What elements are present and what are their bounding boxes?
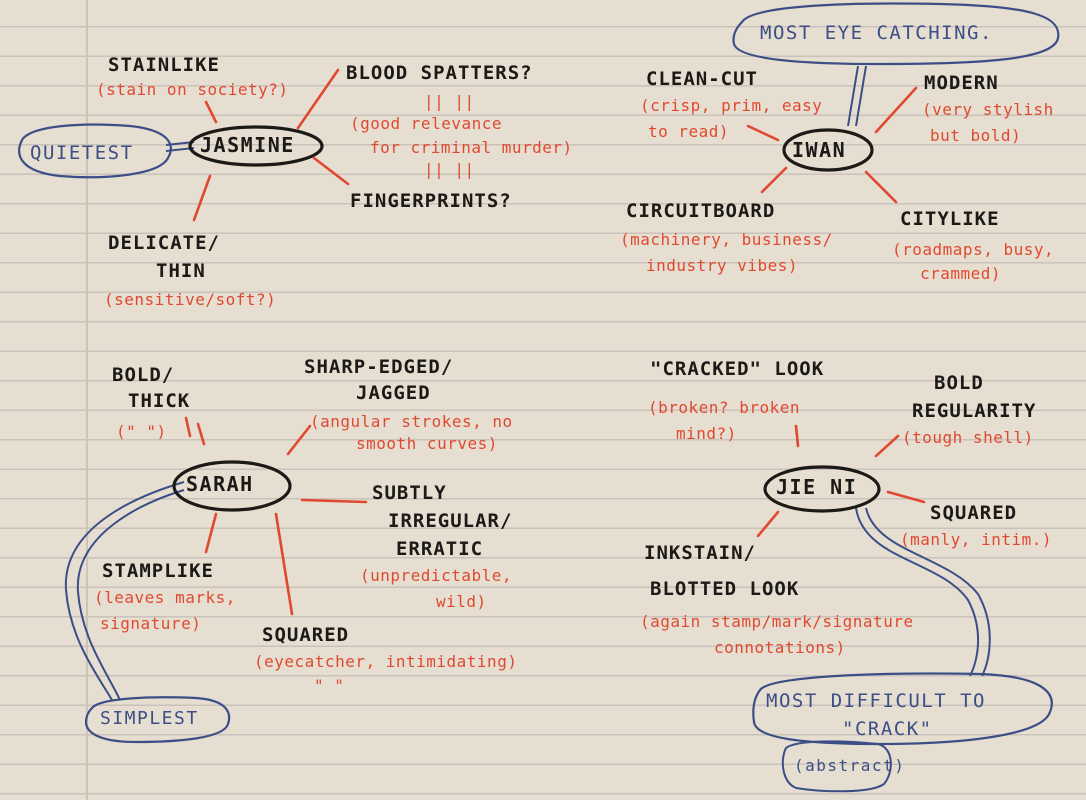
- most-eye-catching-bubble: [732, 2, 1060, 66]
- clean-cut-label: CLEAN-CUT: [646, 68, 758, 90]
- most-difficult-label: MOST DIFFICULT TO: [766, 690, 986, 712]
- inkstain-label: INKSTAIN/: [644, 542, 756, 564]
- jasmine-oval: [188, 125, 324, 167]
- iwan-oval: [782, 128, 874, 172]
- jieni-squared-note: (manly, intim.): [900, 530, 1052, 549]
- iwan-name: IWAN: [792, 138, 847, 162]
- simplest-label: SIMPLEST: [100, 708, 199, 729]
- sarah-squared-note: (eyecatcher, intimidating): [254, 652, 518, 671]
- bold-regularity-label-2: REGULARITY: [912, 400, 1037, 422]
- inkstain-note-2: connotations): [714, 638, 846, 657]
- most-eye-catching-connector: [847, 65, 867, 127]
- quietest-bubble: [18, 123, 172, 179]
- jieni-squared-label: SQUARED: [930, 502, 1018, 524]
- jagged-label: JAGGED: [356, 382, 431, 404]
- bold-label: BOLD/: [112, 364, 175, 386]
- subtly-note-1: (unpredictable,: [360, 566, 512, 585]
- crack-label: "CRACK": [842, 718, 933, 740]
- relevance-note-2: for criminal murder): [370, 138, 573, 157]
- relevance-note-1: (good relevance: [350, 114, 502, 133]
- citylike-note-2: crammed): [920, 264, 1002, 283]
- circuitboard-note-1: (machinery, business/: [620, 230, 833, 249]
- cracked-note-1: (broken? broken: [648, 398, 800, 417]
- quietest-label: QUIETEST: [30, 142, 134, 164]
- delicate-label: DELICATE/: [108, 232, 220, 254]
- modern-label: MODERN: [924, 72, 999, 94]
- ditto-bottom: || ||: [424, 160, 475, 179]
- modern-note-1: (very stylish: [922, 100, 1054, 119]
- red-connectors: [184, 68, 926, 616]
- thin-label: THIN: [156, 260, 206, 282]
- sarah-name: SARAH: [186, 472, 254, 496]
- simplest-bubble: [84, 696, 231, 744]
- stainlike-label: STAINLIKE: [108, 54, 220, 76]
- erratic-label: ERRATIC: [396, 538, 484, 560]
- jasmine-name: JASMINE: [200, 133, 295, 157]
- most-difficult-bubble: [752, 672, 1053, 746]
- citylike-label: CITYLIKE: [900, 208, 1000, 230]
- clean-cut-note-2: to read): [648, 122, 730, 141]
- jieni-oval: [763, 465, 881, 513]
- blotted-look-label: BLOTTED LOOK: [650, 578, 800, 600]
- abstract-label: (abstract): [794, 756, 906, 775]
- circuitboard-note-2: industry vibes): [646, 256, 798, 275]
- subtly-label: SUBTLY: [372, 482, 447, 504]
- irregular-label: IRREGULAR/: [388, 510, 513, 532]
- sharp-note-1: (angular strokes, no: [310, 412, 513, 431]
- fingerprints-label: FINGERPRINTS?: [350, 190, 512, 212]
- bold-thick-note: (" "): [116, 422, 167, 441]
- circuitboard-label: CIRCUITBOARD: [626, 200, 776, 222]
- sharp-edged-label: SHARP-EDGED/: [304, 356, 454, 378]
- subtly-note-2: wild): [436, 592, 487, 611]
- simplest-connector: [64, 481, 185, 701]
- modern-note-2: but bold): [930, 126, 1022, 145]
- cracked-look-label: "CRACKED" LOOK: [650, 358, 825, 380]
- stamplike-note-2: signature): [100, 614, 202, 633]
- stamplike-label: STAMPLIKE: [102, 560, 214, 582]
- blood-spatters-label: BLOOD SPATTERS?: [346, 62, 533, 84]
- citylike-note-1: (roadmaps, busy,: [892, 240, 1055, 259]
- margin-line: [86, 0, 88, 800]
- tough-shell-note: (tough shell): [902, 428, 1034, 447]
- sarah-squared-ditto: " ": [314, 676, 345, 695]
- stamplike-note-1: (leaves marks,: [94, 588, 236, 607]
- clean-cut-note-1: (crisp, prim, easy: [640, 96, 823, 115]
- sharp-note-2: smooth curves): [356, 434, 498, 453]
- thick-label: THICK: [128, 390, 191, 412]
- ditto-top: || ||: [424, 92, 475, 111]
- inkstain-note-1: (again stamp/mark/signature: [640, 612, 914, 631]
- jieni-name: JIE NI: [776, 475, 858, 499]
- delicate-note: (sensitive/soft?): [104, 290, 277, 309]
- abstract-bubble: [781, 740, 892, 793]
- most-difficult-connector: [855, 507, 991, 677]
- bold-regularity-label-1: BOLD: [934, 372, 984, 394]
- sarah-oval: [172, 460, 292, 512]
- cracked-note-2: mind?): [676, 424, 737, 443]
- most-eye-catching-label: MOST EYE CATCHING.: [760, 22, 993, 44]
- sarah-squared-label: SQUARED: [262, 624, 350, 646]
- stainlike-note: (stain on society?): [96, 80, 289, 99]
